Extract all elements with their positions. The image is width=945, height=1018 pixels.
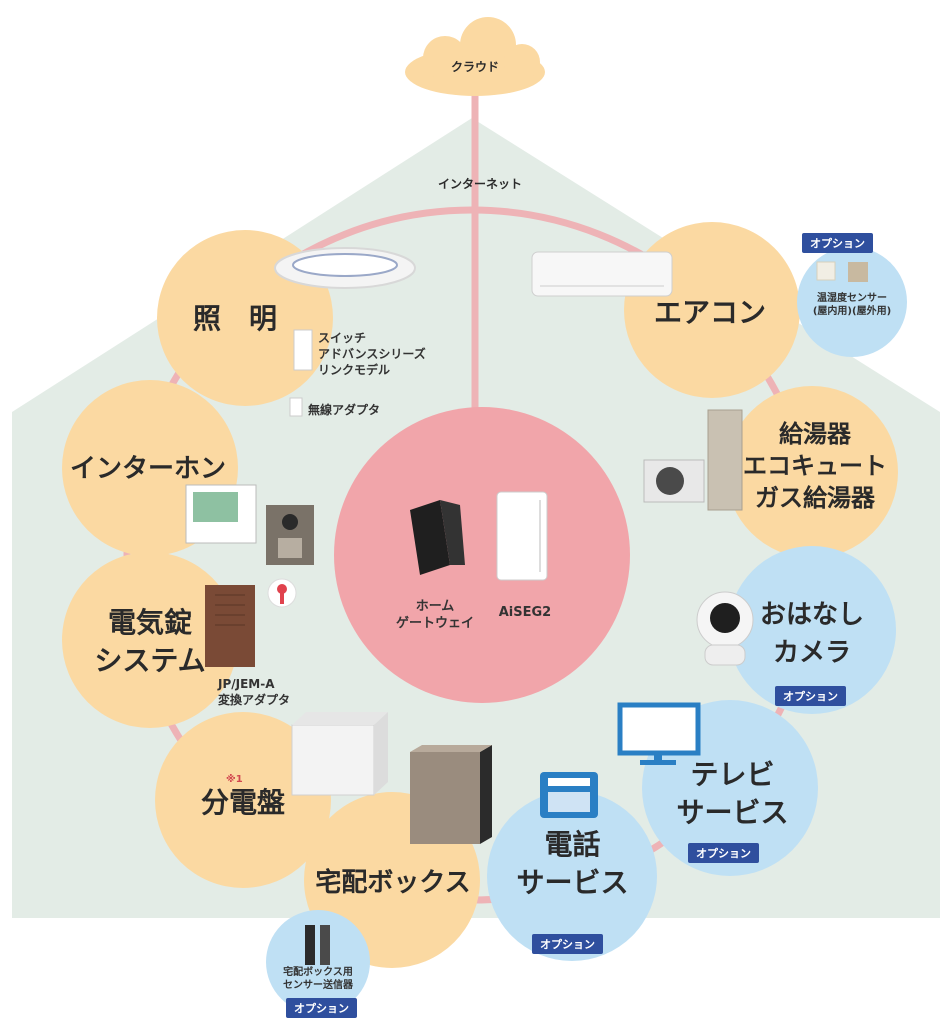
hub-gateway-label: ホーム ゲートウェイ bbox=[395, 599, 474, 631]
option-badge-tv: オプション bbox=[688, 843, 759, 863]
jem-adapter-label: JP/JEM-A 変換アダプタ bbox=[218, 677, 291, 707]
key-icon bbox=[267, 578, 297, 608]
node-camera-circle bbox=[728, 546, 896, 714]
delivery-box-icon bbox=[410, 745, 492, 844]
door-icon bbox=[205, 585, 255, 667]
tv-icon bbox=[617, 702, 701, 765]
option-badge-delivery-sensor: オプション bbox=[286, 998, 357, 1018]
indoor-sensor-icon bbox=[816, 261, 836, 281]
node-intercom-label: インターホン bbox=[69, 454, 226, 484]
node-lock-label: 電気錠 システム bbox=[94, 606, 206, 677]
water-tank-icon bbox=[707, 409, 743, 511]
node-phone-label: 電話 サービス bbox=[516, 828, 629, 899]
internet-label: インターネット bbox=[437, 177, 522, 191]
wireless-adapter-label: 無線アダプタ bbox=[308, 403, 381, 417]
option-badge-camera: オプション bbox=[775, 686, 846, 706]
cloud-label: クラウド bbox=[450, 60, 499, 74]
outdoor-sensor-icon bbox=[848, 262, 868, 282]
sensor-label: 温湿度センサー (屋内用)(屋外用) bbox=[812, 293, 892, 317]
delivery-sensor-icon bbox=[305, 925, 315, 965]
node-aircon-label: エアコン bbox=[653, 296, 766, 329]
delivery-sensor-icon-2 bbox=[320, 925, 330, 965]
distribution-panel-icon bbox=[291, 712, 388, 796]
doorbell-camera-icon bbox=[266, 505, 314, 565]
option-badge-phone: オプション bbox=[532, 934, 603, 954]
intercom-monitor-icon bbox=[185, 484, 257, 544]
wireless-adapter-icon bbox=[289, 397, 303, 417]
cloud-icon bbox=[405, 17, 545, 96]
panel-note: ※1 bbox=[226, 774, 243, 785]
hub-aiseg-label: AiSEG2 bbox=[498, 605, 552, 620]
gateway-device-icon bbox=[410, 500, 465, 575]
node-lock-circle bbox=[62, 552, 238, 728]
aiseg-device-icon bbox=[496, 491, 548, 581]
node-heater-circle bbox=[726, 386, 898, 558]
hub-circle bbox=[334, 407, 630, 703]
air-conditioner-icon bbox=[531, 251, 673, 297]
ceiling-light-icon bbox=[274, 247, 416, 289]
node-heater-label: 給湯器 エコキュート ガス給湯器 bbox=[743, 420, 887, 512]
node-tv-label: テレビ サービス bbox=[676, 758, 789, 829]
phone-icon bbox=[540, 772, 598, 818]
node-delivery-sensor-circle bbox=[266, 910, 370, 1014]
switch-icon bbox=[293, 329, 313, 371]
heat-pump-icon bbox=[643, 459, 705, 503]
camera-icon bbox=[696, 591, 754, 666]
delivery-sensor-label: 宅配ボックス用 センサー送信器 bbox=[283, 967, 353, 991]
option-badge-sensor: オプション bbox=[802, 233, 873, 253]
node-delivery-label: 宅配ボックス bbox=[315, 868, 471, 898]
node-phone-circle bbox=[487, 791, 657, 961]
node-camera-label: おはなし カメラ bbox=[759, 600, 864, 668]
node-panel-label: 分電盤 bbox=[200, 786, 285, 819]
node-panel-circle bbox=[155, 712, 331, 888]
node-lighting-label: 照 明 bbox=[192, 302, 277, 335]
switch-label: スイッチ アドバンスシリーズ リンクモデル bbox=[318, 331, 426, 377]
